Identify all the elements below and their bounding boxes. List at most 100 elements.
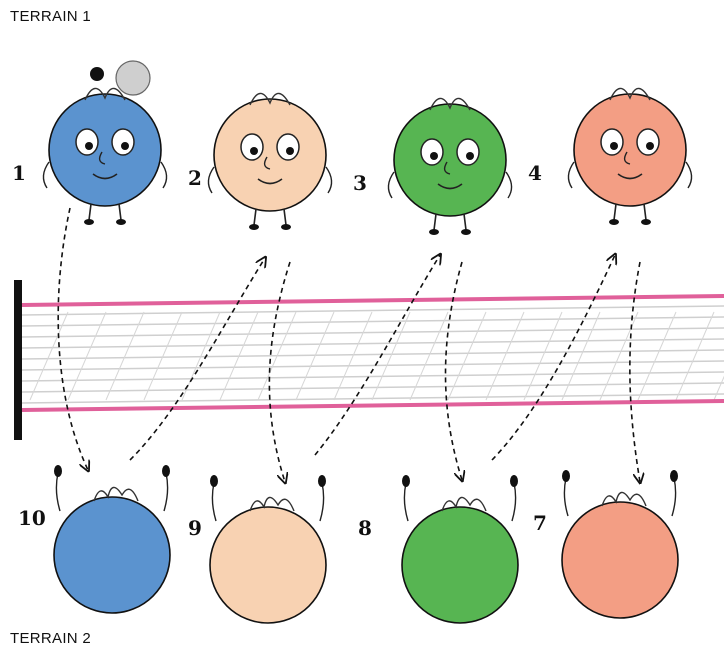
net-mesh-diagonal bbox=[523, 311, 563, 401]
raised-arm bbox=[319, 482, 325, 522]
pupil bbox=[286, 147, 294, 155]
rotation-arrow bbox=[314, 255, 440, 456]
net-mesh-diagonal bbox=[713, 375, 724, 401]
arm bbox=[160, 161, 168, 189]
foot bbox=[116, 219, 126, 225]
player-number: 9 bbox=[188, 516, 202, 540]
eye bbox=[420, 138, 444, 166]
hand bbox=[402, 475, 410, 487]
player-number: 4 bbox=[528, 161, 542, 185]
raised-arm bbox=[403, 482, 409, 522]
hair-tuft bbox=[429, 97, 471, 111]
player-body bbox=[48, 93, 162, 207]
rotation-arrow bbox=[491, 255, 615, 461]
eye bbox=[111, 128, 135, 156]
net-mesh-diagonal bbox=[371, 311, 411, 401]
player-number: 10 bbox=[18, 506, 46, 530]
nose bbox=[98, 151, 106, 165]
player-body bbox=[561, 501, 679, 619]
player-body bbox=[209, 506, 327, 624]
player-number: 3 bbox=[353, 171, 367, 195]
player-number: 7 bbox=[533, 511, 547, 535]
player-bottom-7: 7 bbox=[533, 470, 679, 619]
net-mesh-line bbox=[21, 327, 724, 338]
mouth bbox=[617, 173, 643, 180]
player-number: 1 bbox=[12, 161, 26, 185]
foot bbox=[249, 224, 259, 230]
pupil bbox=[610, 142, 618, 150]
raised-arm bbox=[563, 477, 569, 517]
hand bbox=[162, 465, 170, 477]
net-post bbox=[14, 280, 22, 440]
ball bbox=[115, 60, 151, 96]
raised-arm bbox=[511, 482, 517, 522]
net-mesh-diagonal bbox=[143, 311, 183, 401]
terrain-2-label: TERRAIN 2 bbox=[10, 630, 92, 647]
net-mesh-diagonal bbox=[333, 311, 373, 401]
net-mesh-diagonal bbox=[29, 311, 69, 401]
hand bbox=[90, 67, 104, 81]
nose bbox=[623, 151, 631, 165]
net-mesh-diagonal bbox=[485, 311, 525, 401]
eye bbox=[636, 128, 660, 156]
player-number: 8 bbox=[358, 516, 372, 540]
hair-tuft bbox=[249, 496, 295, 512]
net-mesh-diagonal bbox=[637, 311, 677, 401]
player-top-2: 2 bbox=[188, 92, 333, 230]
leg bbox=[463, 213, 467, 231]
mouth bbox=[257, 178, 283, 185]
arm bbox=[42, 161, 50, 189]
arm bbox=[387, 171, 395, 199]
player-body bbox=[401, 506, 519, 624]
foot bbox=[641, 219, 651, 225]
net-mesh-diagonal bbox=[105, 311, 145, 401]
player-body bbox=[213, 98, 327, 212]
net-mesh-diagonal bbox=[561, 311, 601, 401]
hair-tuft bbox=[249, 92, 291, 106]
pupil bbox=[430, 152, 438, 160]
hair-tuft bbox=[93, 486, 139, 502]
arm bbox=[685, 161, 693, 189]
hand bbox=[510, 475, 518, 487]
raised-arm bbox=[671, 477, 677, 517]
rotation-arrows bbox=[57, 207, 640, 482]
rotation-arrow bbox=[629, 261, 640, 482]
arm bbox=[567, 161, 575, 189]
net-bottom-band bbox=[21, 399, 724, 412]
player-body bbox=[393, 103, 507, 217]
foot bbox=[609, 219, 619, 225]
hand bbox=[562, 470, 570, 482]
leg bbox=[118, 203, 122, 221]
net-mesh-diagonal bbox=[67, 311, 107, 401]
player-top-1: 1 bbox=[12, 60, 168, 225]
hair-tuft bbox=[609, 87, 651, 101]
leg bbox=[433, 213, 437, 231]
leg bbox=[613, 203, 617, 221]
net bbox=[14, 280, 724, 440]
player-body bbox=[53, 496, 171, 614]
foot bbox=[429, 229, 439, 235]
rotation-arrow bbox=[444, 261, 463, 480]
leg bbox=[88, 203, 92, 221]
pupil bbox=[121, 142, 129, 150]
pupil bbox=[466, 152, 474, 160]
eye bbox=[600, 128, 624, 156]
hair-tuft bbox=[84, 87, 126, 101]
rotation-arrow bbox=[57, 207, 88, 470]
foot bbox=[281, 224, 291, 230]
mouth bbox=[437, 183, 463, 190]
raised-arm bbox=[211, 482, 217, 522]
net-mesh-diagonal bbox=[295, 311, 335, 401]
net-mesh-diagonal bbox=[219, 311, 259, 401]
eye bbox=[240, 133, 264, 161]
terrain-1-label: TERRAIN 1 bbox=[10, 8, 92, 25]
player-bottom-9: 9 bbox=[188, 475, 327, 624]
nose bbox=[263, 156, 271, 170]
pupil bbox=[646, 142, 654, 150]
net-mesh-line bbox=[21, 349, 724, 360]
net-mesh-diagonal bbox=[447, 311, 487, 401]
player-bottom-10: 10 bbox=[18, 465, 171, 614]
rotation-arrow bbox=[268, 261, 291, 482]
hand bbox=[54, 465, 62, 477]
